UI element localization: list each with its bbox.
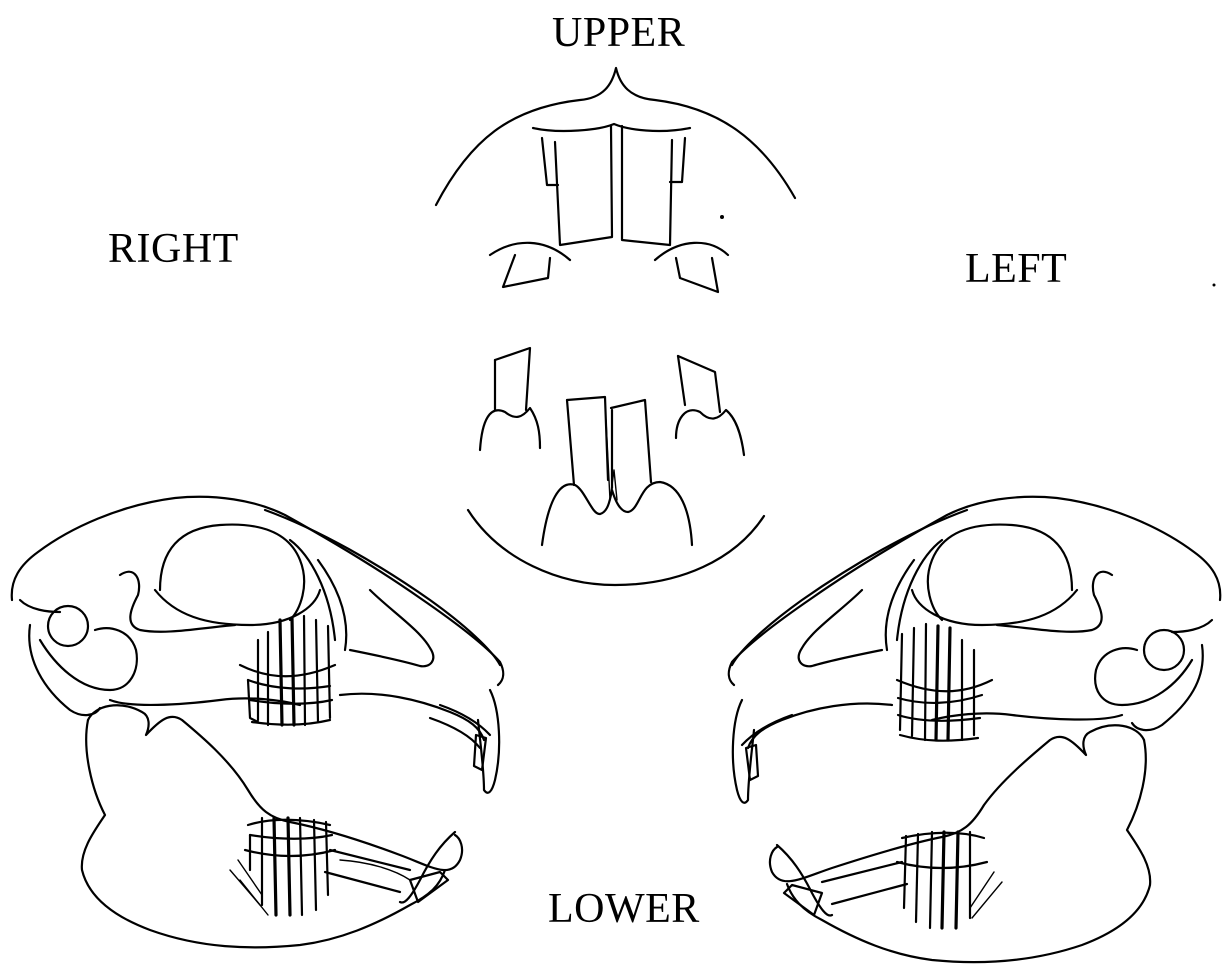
left-label: LEFT xyxy=(965,248,1067,290)
right-upper-molars xyxy=(240,616,335,725)
lower-incisors-view xyxy=(468,348,764,585)
right-side-skull xyxy=(12,497,503,948)
left-upper-molars xyxy=(897,624,992,741)
right-label: RIGHT xyxy=(108,228,239,270)
right-lower-molars xyxy=(230,818,335,915)
upper-label: UPPER xyxy=(552,12,685,54)
upper-incisors-view xyxy=(436,68,795,292)
left-side-skull xyxy=(729,497,1220,962)
lower-label: LOWER xyxy=(548,888,700,930)
left-lower-molars xyxy=(897,832,1002,928)
